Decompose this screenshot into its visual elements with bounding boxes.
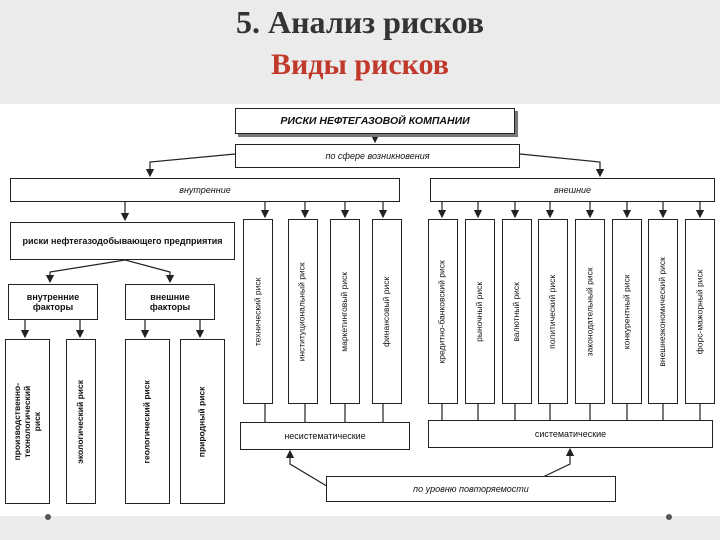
risk-diagram-panel: РИСКИ НЕФТЕГАЗОВОЙ КОМПАНИИ по сфере воз… — [0, 104, 720, 516]
internal-factor-risk-label: производственно-технологический риск — [11, 382, 42, 461]
external-risk: форс-мажорный риск — [685, 219, 715, 404]
internal-risk-label: финансовый риск — [381, 276, 392, 347]
external-risk-label: форс-мажорный риск — [694, 269, 705, 354]
external-risk-label: законодательный риск — [584, 267, 595, 356]
internal-factor-risk: экологический риск — [66, 339, 96, 504]
internal-risk-label: маркетинговый риск — [339, 271, 350, 352]
external-risk: рыночный риск — [465, 219, 495, 404]
unsystematic-node: несистематические — [240, 422, 410, 450]
external-factors-node: внешние факторы — [125, 284, 215, 320]
internal-risk: финансовый риск — [372, 219, 402, 404]
external-risk: кредитно-банковский риск — [428, 219, 458, 404]
external-risk: внешнеэкономический риск — [648, 219, 678, 404]
slide-subtitle: Виды рисков — [270, 48, 450, 81]
internal-risk: маркетинговый риск — [330, 219, 360, 404]
internal-node: внутренние — [10, 178, 400, 202]
internal-risk: технический риск — [243, 219, 273, 404]
oil-gas-enterprise-node: риски нефтегазодобывающего предприятия — [10, 222, 235, 260]
internal-factor-risk: производственно-технологический риск — [5, 339, 50, 504]
external-factor-risk: геологический риск — [125, 339, 170, 504]
external-risk-label: конкурентный риск — [621, 274, 632, 349]
external-factor-risk-label: геологический риск — [141, 379, 152, 464]
external-risk: политический риск — [538, 219, 568, 404]
slide-corner-dot — [666, 514, 672, 520]
external-factor-risk-label: природный риск — [196, 386, 207, 457]
external-risk-label: рыночный риск — [474, 281, 485, 342]
internal-factor-risk-label: экологический риск — [75, 379, 86, 464]
slide-title: 5. Анализ рисков — [235, 4, 484, 40]
internal-risk: институциональный риск — [288, 219, 318, 404]
by-origin-node: по сфере возникновения — [235, 144, 520, 168]
root-node: РИСКИ НЕФТЕГАЗОВОЙ КОМПАНИИ — [235, 108, 515, 134]
external-risk-label: политический риск — [547, 274, 558, 349]
external-node: внешние — [430, 178, 715, 202]
internal-risk-label: технический риск — [252, 277, 263, 346]
slide-corner-dot — [45, 514, 51, 520]
external-risk-label: внешнеэкономический риск — [657, 256, 668, 367]
external-factor-risk: природный риск — [180, 339, 225, 504]
external-risk-label: валютный риск — [511, 281, 522, 342]
internal-risk-label: институциональный риск — [297, 261, 308, 362]
by-repeatability-node: по уровню повторяемости — [326, 476, 616, 502]
systematic-node: систематические — [428, 420, 713, 448]
internal-factors-node: внутренние факторы — [8, 284, 98, 320]
external-risk-label: кредитно-банковский риск — [437, 259, 448, 364]
external-risk: валютный риск — [502, 219, 532, 404]
external-risk: конкурентный риск — [612, 219, 642, 404]
external-risk: законодательный риск — [575, 219, 605, 404]
connector-lines — [20, 134, 705, 489]
